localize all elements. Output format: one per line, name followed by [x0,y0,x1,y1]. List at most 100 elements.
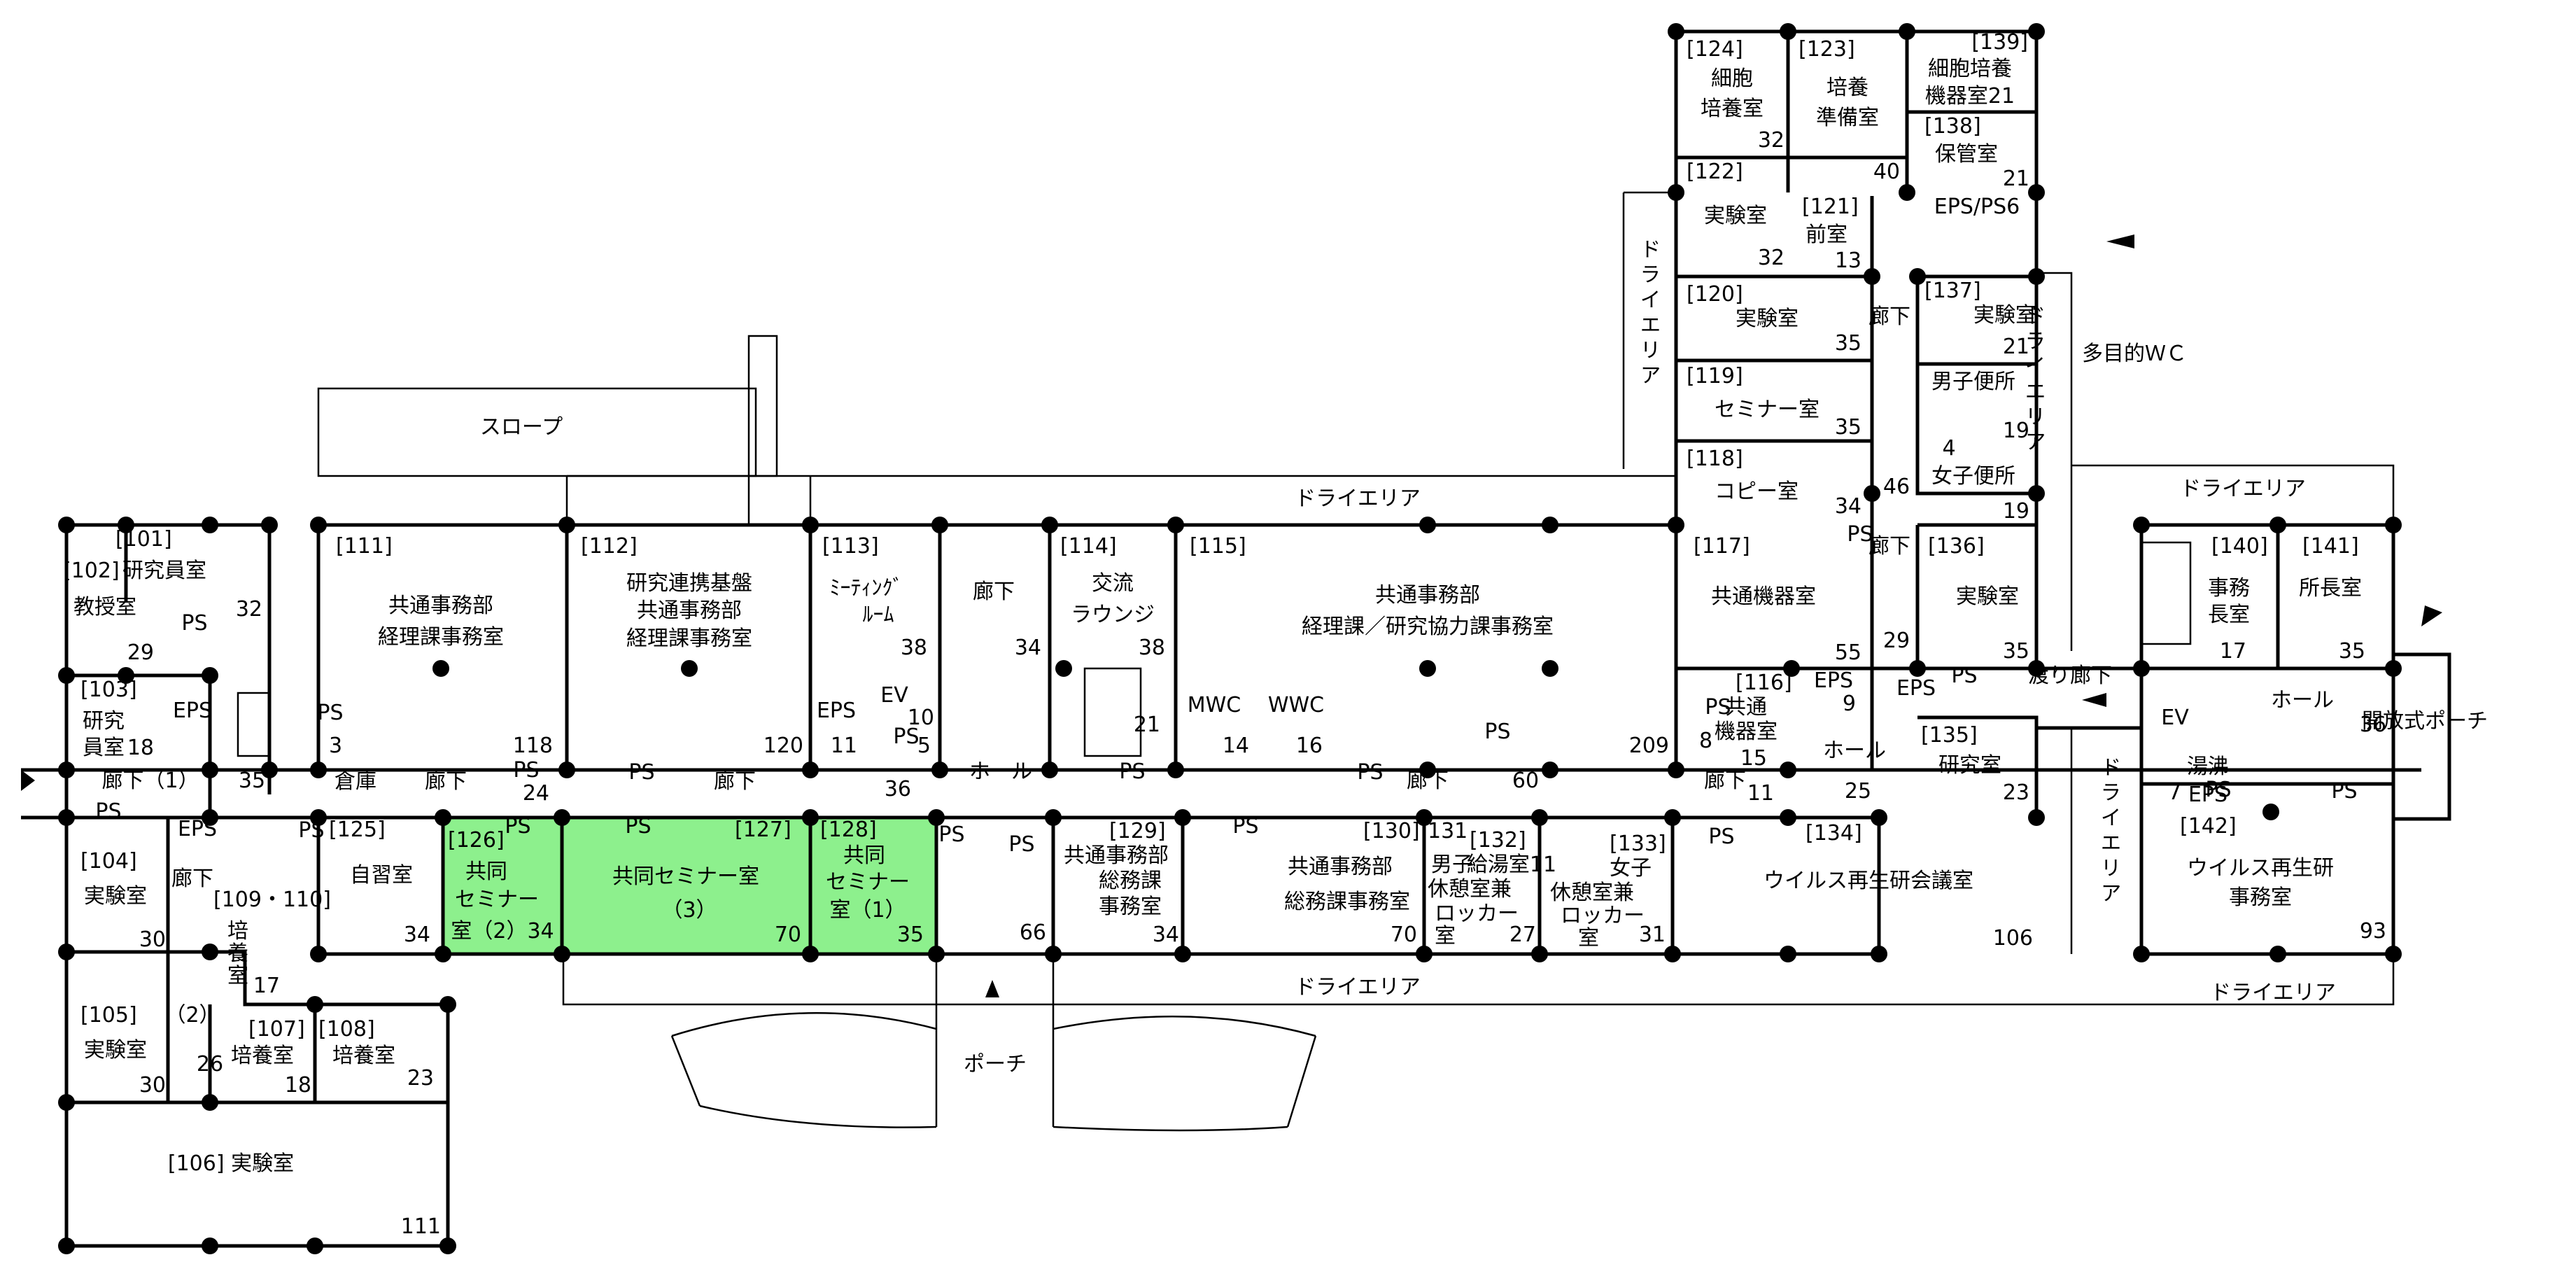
label-four: 4 [1942,436,1955,461]
column-dot [310,809,327,826]
label-r132: [132] [1470,828,1526,853]
label-r114n2: ラウンジ [1071,603,1155,627]
column-dot [202,1094,218,1111]
label-r133n2: 休憩室兼 [1550,881,1634,905]
label-r131n1: 男子 [1431,853,1473,877]
column-dot [2133,517,2150,533]
label-n118: 118 [513,734,553,758]
label-slope: スロープ [480,415,563,440]
label-r118n: コピー室 [1715,479,1799,504]
column-dot [2385,660,2402,677]
label-hall3: ホール [2271,688,2334,713]
label-souko: 倉庫 [335,769,376,794]
label-r134: [134] [1806,821,1862,846]
column-dot [2028,485,2045,502]
column-dot [2262,804,2279,820]
label-r128n2: セミナー [826,870,910,895]
label-r142: [142] [2180,814,2237,839]
label-r105: [105] [80,1003,137,1028]
label-r129n3: 事務室 [1099,895,1162,919]
label-ps11: PS [1008,832,1034,857]
column-dot [1668,762,1684,778]
label-r123a: 40 [1873,160,1900,184]
label-ps19: PS [1708,825,1734,849]
label-r116n2: 機器室 [1715,720,1778,744]
column-dot [310,517,327,533]
label-r115n2: 経理課／研究協力課事務室 [1302,615,1554,639]
label-n8: 8 [1699,729,1712,753]
label-r112n1: 研究連携基盤 [626,571,752,596]
label-mpwc: 多目的ＷＣ [2082,342,2187,366]
column-dot [310,762,327,778]
column-dot [307,996,323,1013]
label-r102n: 教授室 [73,595,136,619]
room-126-highlight [443,818,562,954]
label-r101a: 32 [236,597,262,622]
column-dot [1864,485,1880,502]
label-r142n1: ウイルス再生研 [2187,856,2334,881]
column-dot [1899,184,1915,201]
label-r121a: 13 [1835,248,1861,273]
label-r122n: 実験室 [1704,204,1767,228]
column-dot [1045,946,1062,962]
label-n209: 209 [1629,734,1669,758]
label-ps8: PS [625,814,651,839]
label-r109n3: 室 [227,964,248,988]
label-ev1: EV [880,683,908,708]
label-n7: 7 [2168,780,2181,805]
label-n10: 10 [908,706,934,730]
label-r127: [127] [735,818,791,842]
column-dot [1864,268,1880,285]
column-dot [2133,660,2150,677]
column-dot [554,809,570,826]
label-r113n2: ﾙｰﾑ [863,603,894,627]
column-dot [802,946,819,962]
label-r141a: 35 [2339,639,2365,664]
arrow-icon [2082,693,2106,707]
label-r136a: 35 [2003,639,2029,664]
label-hall1a: 66 [1020,920,1046,945]
label-r111: [111] [336,534,393,559]
label-r108a: 23 [407,1066,434,1091]
column-dot [931,762,948,778]
column-dot [202,809,218,826]
label-ps4: PS [298,818,324,843]
column-dot [1909,660,1926,677]
label-r103n1: 研究 [83,709,125,734]
column-dot [2385,946,2402,962]
entrance-arrows [21,234,2442,997]
column-dot [1780,946,1796,962]
label-r139n1: 細胞培養 [1928,57,2012,81]
column-dot [931,517,948,533]
label-r122: [122] [1687,160,1743,184]
label-hall3a: 36 [2360,713,2386,737]
label-n16: 16 [1296,734,1323,758]
label-porch: ポーチ [964,1052,1027,1077]
label-n36: 36 [885,777,911,801]
label-r104a: 30 [139,927,166,952]
label-r127n2: （3） [661,898,717,923]
label-r135: [135] [1921,723,1978,748]
label-ps1: PS [181,611,207,636]
label-yuwakashi: 湯沸 [2187,755,2229,779]
label-r141n: 所長室 [2299,576,2362,601]
label-r134a: 106 [1993,926,2033,951]
column-dot [432,660,449,677]
label-ps12: PS [1119,759,1145,784]
label-cor1: 廊下（1） [101,769,199,793]
label-corC: 廊下 [1407,769,1449,793]
column-dot [1419,762,1436,778]
label-ps18: PS [1951,664,1977,688]
label-r116n1: 共通 [1725,695,1767,720]
column-dot [435,946,451,962]
label-corFa: 46 [1883,475,1910,499]
label-eps1: EPS [173,699,212,723]
column-dot [554,946,570,962]
column-dot [1542,517,1558,533]
label-r105n: 実験室 [84,1038,147,1063]
label-corEa: 34 [1015,636,1041,660]
label-ps21: PS [2331,779,2357,804]
label-r130: [130] [1363,819,1420,843]
column-dot [2133,946,2150,962]
column-dot [1416,809,1433,826]
